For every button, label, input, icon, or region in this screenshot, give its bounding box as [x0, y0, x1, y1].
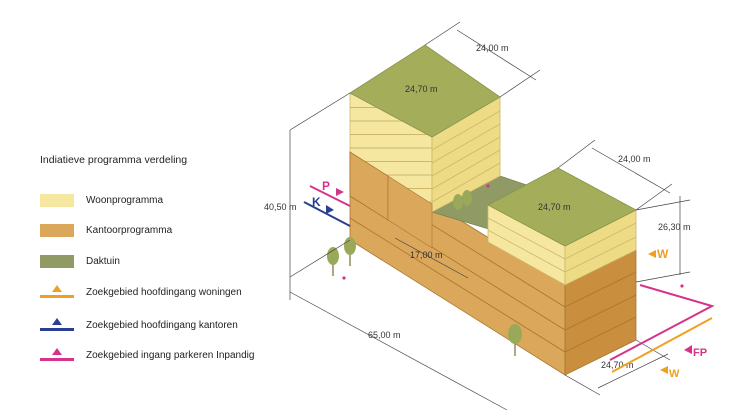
entrance-dot: [680, 284, 684, 288]
entrance-k-marker: K: [303, 195, 351, 227]
legend-item-kantoren-entrance: Zoekgebied hoofdingang kantoren: [40, 317, 238, 333]
tower-floor-lines: [431, 110, 501, 203]
tree-icon: [327, 237, 356, 276]
dim-right-height: 26,30 m: [658, 222, 691, 232]
entrance-fp-w-marker: FP W: [609, 284, 715, 380]
legend-item-kantoorprogramma: Kantoorprogramma: [40, 222, 172, 238]
dim-top-depth: 24,70 m: [405, 84, 438, 94]
tree-icon: [508, 324, 522, 356]
entrance-p-label: P: [322, 179, 330, 193]
legend-label: Zoekgebied hoofdingang woningen: [86, 286, 242, 298]
dim-courtyard: 17,00 m: [410, 250, 443, 260]
legend-label: Daktuin: [86, 255, 120, 267]
entrance-marker-icon: [40, 348, 74, 362]
dimension-lines: [289, 21, 691, 411]
legend-label: Woonprogramma: [86, 194, 164, 206]
entrance-w-right-label: W: [657, 247, 669, 261]
legend-item-woningen-entrance: Zoekgebied hoofdingang woningen: [40, 284, 242, 300]
entrance-w-bottom-label: W: [669, 368, 680, 380]
entrance-dot: [486, 184, 490, 188]
dim-height-total: 40,50 m: [264, 202, 297, 212]
dim-right-depth: 24,70 m: [538, 202, 571, 212]
entrance-w-right-marker: W: [648, 247, 669, 261]
dim-length: 65,00 m: [368, 330, 401, 340]
entrance-k-label: K: [312, 195, 321, 209]
kantoor-swatch: [40, 223, 74, 237]
entrance-fp-label: FP: [693, 347, 707, 359]
entrance-marker-icon: [40, 285, 74, 299]
entrance-marker-icon: [40, 318, 74, 332]
legend-item-parkeren-entrance: Zoekgebied ingang parkeren Inpandig: [40, 347, 254, 363]
entrance-p-marker: P: [309, 179, 351, 207]
dim-right-width: 24,00 m: [618, 154, 651, 164]
legend-item-daktuin: Daktuin: [40, 253, 120, 269]
tower-right: [487, 167, 637, 286]
legend-label: Zoekgebied hoofdingang kantoren: [86, 319, 238, 331]
dim-top-width: 24,00 m: [476, 43, 509, 53]
legend-label: Zoekgebied ingang parkeren Inpandig: [86, 349, 255, 361]
daktuin-swatch: [40, 254, 74, 268]
woon-swatch: [40, 193, 74, 207]
legend-item-woonprogramma: Woonprogramma: [40, 192, 163, 208]
dim-bottom-depth: 24,70 m: [601, 360, 634, 370]
entrance-dot: [342, 276, 346, 280]
legend-title: Indiatieve programma verdeling: [40, 154, 188, 166]
legend: Indiatieve programma verdeling Woonprogr…: [40, 154, 290, 361]
legend-label: Kantoorprogramma: [86, 224, 173, 236]
tree-icon: [453, 190, 472, 210]
